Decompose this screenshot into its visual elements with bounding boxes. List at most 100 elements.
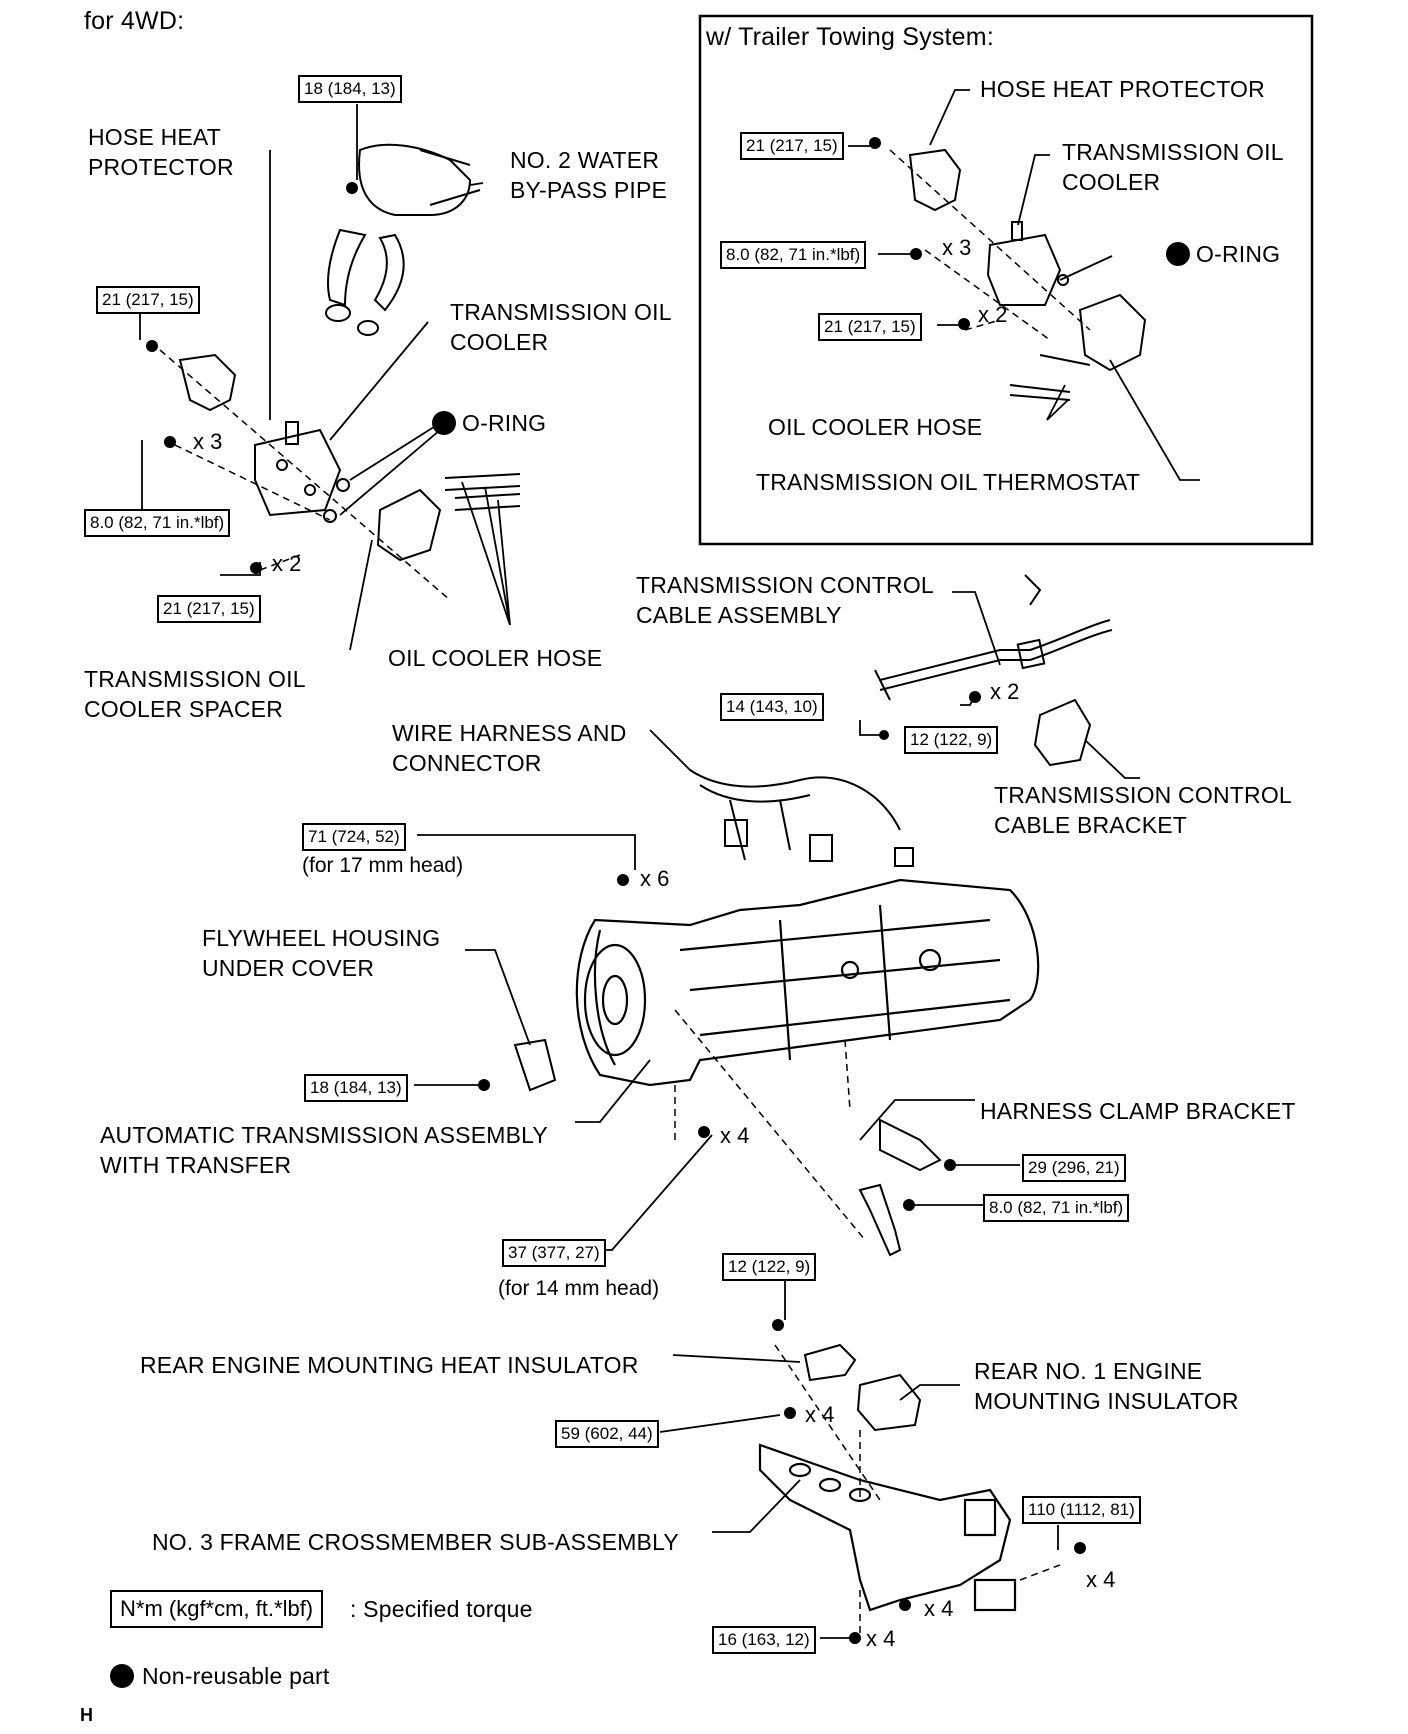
cooler-spacer-drawing <box>376 488 442 562</box>
label-line: TRANSMISSION CONTROL <box>994 782 1292 808</box>
label-hose-heat-protector: HOSE HEAT PROTECTOR <box>88 122 234 182</box>
legend-specified-torque: : Specified torque <box>350 1596 533 1622</box>
torque-box-mount: 59 (602, 44) <box>555 1420 659 1448</box>
torque-box-cable-nut: 14 (143, 10) <box>720 693 824 721</box>
label-line: BY-PASS PIPE <box>510 177 668 203</box>
label-line: PROTECTOR <box>88 154 234 180</box>
torque-box-cable-bracket: 12 (122, 9) <box>904 726 999 754</box>
label-line: REAR NO. 1 ENGINE <box>974 1358 1203 1384</box>
multiplier-crossmember-bolt: x 4 <box>924 1596 954 1621</box>
torque-box-heat-insulator: 12 (122, 9) <box>722 1253 817 1281</box>
multiplier-cable-bracket: x 2 <box>990 679 1020 704</box>
note-17mm-head: (for 17 mm head) <box>302 854 464 877</box>
torque-box-inset-protector: 21 (217, 15) <box>740 132 844 160</box>
label-line: TRANSMISSION OIL <box>1062 139 1284 165</box>
label-line: FLYWHEEL HOUSING <box>202 925 441 951</box>
heat-insulator-drawing <box>803 1343 857 1382</box>
label-transmission-oil-cooler-spacer: TRANSMISSION OIL COOLER SPACER <box>84 664 306 724</box>
oil-cooler-hose-tubes <box>444 473 521 511</box>
flywheel-cover-drawing <box>513 1038 557 1092</box>
label-line: CABLE ASSEMBLY <box>636 602 842 628</box>
non-reusable-dot-icon <box>432 411 456 435</box>
torque-box-inset-spacer: 21 (217, 15) <box>818 313 922 341</box>
inset-non-reusable-dot-icon <box>1166 242 1190 266</box>
label-inset-o-ring: O-RING <box>1196 241 1281 267</box>
multiplier-inset-cooler: x 3 <box>942 235 972 260</box>
label-oil-cooler-hose: OIL COOLER HOSE <box>388 645 603 671</box>
multiplier-crossmember-nut: x 4 <box>1086 1567 1116 1592</box>
label-rear-engine-mounting-heat-insulator: REAR ENGINE MOUNTING HEAT INSULATOR <box>140 1352 639 1378</box>
label-line: MOUNTING INSULATOR <box>974 1388 1239 1414</box>
multiplier-17mm: x 6 <box>640 866 670 891</box>
water-bypass-pipe-drawing <box>325 143 481 336</box>
crossmember-drawing <box>758 1443 1017 1612</box>
label-line: TRANSMISSION OIL <box>84 666 306 692</box>
label-no2-water-bypass-pipe: NO. 2 WATER BY-PASS PIPE <box>510 145 667 205</box>
multiplier-14mm: x 4 <box>720 1123 750 1148</box>
label-line: WIRE HARNESS AND <box>392 720 627 746</box>
inset-oil-cooler-drawing <box>986 221 1062 306</box>
label-line: COOLER <box>450 329 549 355</box>
label-o-ring: O-RING <box>462 410 547 436</box>
torque-box-17mm-head: 71 (724, 52) <box>302 823 406 851</box>
label-transmission-oil-cooler: TRANSMISSION OIL COOLER <box>450 297 672 357</box>
label-line: COOLER <box>1062 169 1161 195</box>
torque-box-inset-cooler: 8.0 (82, 71 in.*lbf) <box>720 241 867 269</box>
label-flywheel-housing-under-cover: FLYWHEEL HOUSING UNDER COVER <box>202 923 440 983</box>
o-ring-1 <box>336 478 350 492</box>
torque-box-crossmember-bolt: 16 (163, 12) <box>712 1626 816 1654</box>
label-automatic-transmission-assembly: AUTOMATIC TRANSMISSION ASSEMBLY WITH TRA… <box>100 1120 548 1180</box>
control-cable-drawing <box>874 574 1113 701</box>
label-line: NO. 2 WATER <box>510 147 660 173</box>
label-line: WITH TRANSFER <box>100 1152 292 1178</box>
inset-frame <box>698 14 1314 546</box>
label-line: UNDER COVER <box>202 955 375 981</box>
label-no3-frame-crossmember: NO. 3 FRAME CROSSMEMBER SUB-ASSEMBLY <box>152 1529 679 1555</box>
rear-mount-insulator-drawing <box>856 1373 922 1432</box>
label-line: HOSE HEAT <box>88 124 222 150</box>
label-inset-transmission-oil-cooler: TRANSMISSION OIL COOLER <box>1062 137 1284 197</box>
label-line: TRANSMISSION CONTROL <box>636 572 934 598</box>
label-transmission-control-cable-assembly: TRANSMISSION CONTROL CABLE ASSEMBLY <box>636 570 934 630</box>
o-ring-2 <box>323 509 337 523</box>
leader-lines <box>139 89 1200 1639</box>
label-wire-harness-and-connector: WIRE HARNESS AND CONNECTOR <box>392 718 627 778</box>
automatic-transmission-drawing <box>575 878 1040 1087</box>
label-line: AUTOMATIC TRANSMISSION ASSEMBLY <box>100 1122 548 1148</box>
label-line: COOLER SPACER <box>84 696 283 722</box>
torque-box-flywheel-cover: 18 (184, 13) <box>304 1074 408 1102</box>
multiplier-inset-spacer: x 2 <box>978 302 1008 327</box>
label-transmission-control-cable-bracket: TRANSMISSION CONTROL CABLE BRACKET <box>994 780 1292 840</box>
legend-non-reusable-part: Non-reusable part <box>142 1663 330 1689</box>
legend-non-reusable-dot-icon <box>110 1664 134 1688</box>
cable-bracket-drawing <box>1033 698 1092 767</box>
hose-heat-protector-drawing <box>178 353 237 412</box>
inset-hose-lines <box>1009 354 1091 401</box>
multiplier-spacer: x 2 <box>272 551 302 576</box>
note-14mm-head: (for 14 mm head) <box>498 1277 660 1300</box>
multiplier-cooler: x 3 <box>193 429 223 454</box>
inset-title: w/ Trailer Towing System: <box>706 23 994 51</box>
corner-mark: H <box>80 1705 94 1725</box>
harness-clamp-bracket-drawing <box>879 1118 942 1172</box>
torque-box-14mm-head: 37 (377, 27) <box>502 1239 606 1267</box>
label-line: CABLE BRACKET <box>994 812 1188 838</box>
label-inset-oil-cooler-hose: OIL COOLER HOSE <box>768 414 983 440</box>
label-inset-transmission-oil-thermostat: TRANSMISSION OIL THERMOSTAT <box>756 469 1141 495</box>
torque-box-harness-clamp-2: 8.0 (82, 71 in.*lbf) <box>983 1194 1130 1222</box>
inset-thermostat-drawing <box>1078 293 1147 372</box>
torque-box-water-pipe: 18 (184, 13) <box>298 75 402 103</box>
label-harness-clamp-bracket: HARNESS CLAMP BRACKET <box>980 1098 1296 1124</box>
harness-clamp-bracket-2-drawing <box>858 1183 902 1257</box>
torque-box-crossmember-nut: 110 (1112, 81) <box>1022 1496 1141 1524</box>
inset-heat-protector-drawing <box>908 148 962 212</box>
torque-box-cooler-bolts: 8.0 (82, 71 in.*lbf) <box>84 509 231 537</box>
multiplier-mount: x 4 <box>805 1402 835 1427</box>
multiplier-crossmember-bolt-2: x 4 <box>866 1626 896 1651</box>
label-inset-hose-heat-protector: HOSE HEAT PROTECTOR <box>980 76 1265 102</box>
torque-box-harness-clamp: 29 (296, 21) <box>1022 1154 1126 1182</box>
transmission-oil-cooler-drawing <box>254 421 342 517</box>
label-line: CONNECTOR <box>392 750 542 776</box>
wire-harness-drawing <box>689 769 914 867</box>
